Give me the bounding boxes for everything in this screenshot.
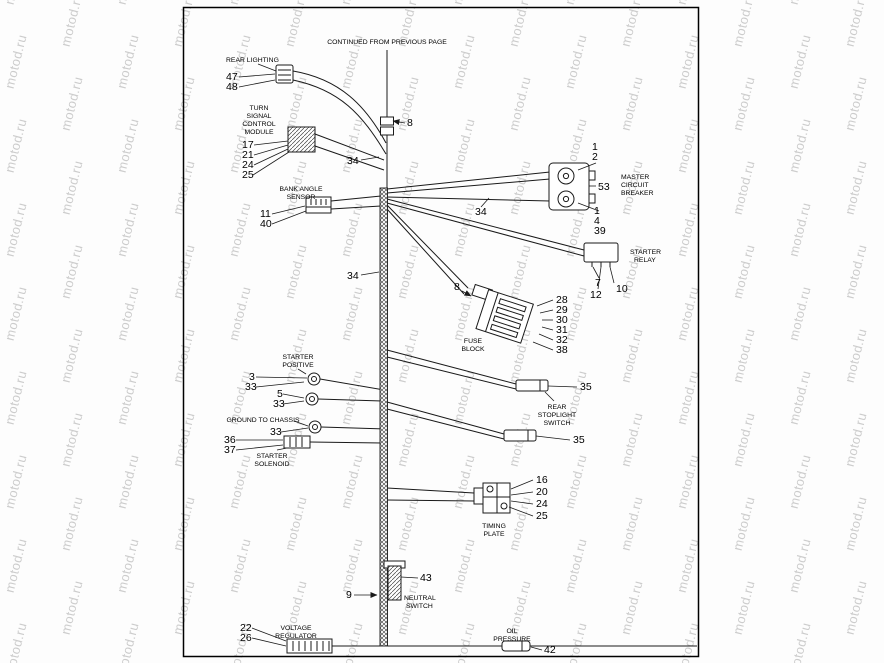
callout-33-a: 33 xyxy=(245,381,257,393)
callout-8-fuse: 8 xyxy=(454,281,460,293)
callout-42: 42 xyxy=(544,644,556,656)
neutral-switch-label-line1: NEUTRAL xyxy=(404,595,436,602)
bank-angle-sensor-connector xyxy=(305,196,332,214)
fuse-block-component xyxy=(475,288,534,344)
ground-ring-terminal xyxy=(308,420,322,434)
callout-24b: 24 xyxy=(536,498,548,510)
starter-solenoid-connector xyxy=(283,435,311,449)
callout-33-c: 33 xyxy=(270,426,282,438)
timing-plate-label-line2: PLATE xyxy=(483,531,504,538)
voltage-regulator-label-line1: VOLTAGE xyxy=(280,625,312,632)
callout-29: 29 xyxy=(556,304,568,316)
rear-lighting-connector xyxy=(275,64,294,84)
tsm-label-line4: MODULE xyxy=(244,129,274,136)
mcb-label-line3: BREAKER xyxy=(621,190,654,197)
callout-43: 43 xyxy=(420,572,432,584)
oil-pressure-connector xyxy=(501,640,531,652)
starter-solenoid-label-line2: SOLENOID xyxy=(254,461,289,468)
callout-34-upper: 34 xyxy=(347,155,359,167)
master-circuit-breaker xyxy=(548,162,596,211)
callout-8-top: 8 xyxy=(407,117,413,129)
timing-plate-component xyxy=(473,482,511,514)
callout-25b: 25 xyxy=(536,510,548,522)
callout-21: 21 xyxy=(242,149,254,161)
callout-38: 38 xyxy=(556,344,568,356)
callout-26: 26 xyxy=(240,632,252,644)
harness-top-connector xyxy=(380,116,394,136)
bank-angle-label-line1: BANK ANGLE xyxy=(279,186,323,193)
timing-plate-label-line1: TIMING xyxy=(482,523,506,530)
starter-positive-ring-2 xyxy=(305,392,319,406)
callout-53: 53 xyxy=(598,181,610,193)
callout-20: 20 xyxy=(536,486,548,498)
callout-48: 48 xyxy=(226,81,238,93)
rss-label-line1: REAR xyxy=(548,404,567,411)
callout-4: 4 xyxy=(594,215,600,227)
continued-note: CONTINUED FROM PREVIOUS PAGE xyxy=(327,39,447,46)
callout-37: 37 xyxy=(224,444,236,456)
callout-7: 7 xyxy=(595,277,601,289)
tsm-label-line1: TURN xyxy=(250,105,269,112)
callout-12: 12 xyxy=(590,289,602,301)
callout-32: 32 xyxy=(556,334,568,346)
callout-39: 39 xyxy=(594,225,606,237)
callout-35-lower: 35 xyxy=(573,434,585,446)
callout-36: 36 xyxy=(224,434,236,446)
callout-28: 28 xyxy=(556,294,568,306)
callout-1-top: 1 xyxy=(592,141,598,153)
bank-angle-label-line2: SENSOR xyxy=(287,194,316,201)
callout-24: 24 xyxy=(242,159,254,171)
callout-47: 47 xyxy=(226,71,238,83)
callout-17: 17 xyxy=(242,139,254,151)
voltage-regulator-connector xyxy=(286,638,333,654)
neutral-switch-label-line2: SWITCH xyxy=(406,603,433,610)
callout-31: 31 xyxy=(556,324,568,336)
callout-2: 2 xyxy=(592,151,598,163)
callout-40: 40 xyxy=(260,218,272,230)
page-border xyxy=(182,6,700,658)
rss-label-line2: STOPLIGHT xyxy=(538,412,576,419)
callout-35-upper: 35 xyxy=(580,381,592,393)
callout-1-bottom: 1 xyxy=(594,205,600,217)
ground-to-chassis-label: GROUND TO CHASSIS xyxy=(226,417,299,424)
turn-signal-module-connector xyxy=(287,126,316,153)
callout-10: 10 xyxy=(616,283,628,295)
fuse-block-label-line2: BLOCK xyxy=(461,346,485,353)
callout-9: 9 xyxy=(346,589,352,601)
wiring-lines xyxy=(292,50,697,647)
callout-34-right: 34 xyxy=(475,206,487,218)
main-harness xyxy=(379,187,388,647)
oil-pressure-label-line2: PRESSURE xyxy=(493,636,531,643)
tsm-label-line3: CONTROL xyxy=(242,121,275,128)
callout-5: 5 xyxy=(277,388,283,400)
callout-leader-lines xyxy=(235,63,615,651)
callout-16: 16 xyxy=(536,474,548,486)
starter-solenoid-label-line1: STARTER xyxy=(256,453,287,460)
mcb-label-line1: MASTER xyxy=(621,174,649,181)
oil-pressure-label-line1: OIL xyxy=(507,628,518,635)
rss-label-line3: SWITCH xyxy=(544,420,571,427)
callout-30: 30 xyxy=(556,314,568,326)
mcb-label-line2: CIRCUIT xyxy=(621,182,649,189)
callout-34-mid: 34 xyxy=(347,270,359,282)
starter-relay-label-line1: STARTER xyxy=(630,249,661,256)
tsm-label-line2: SIGNAL xyxy=(247,113,272,120)
starter-positive-label-line1: STARTER xyxy=(282,354,313,361)
callout-3: 3 xyxy=(249,371,255,383)
starter-relay-component xyxy=(583,242,619,267)
neutral-switch-component xyxy=(383,560,406,601)
starter-positive-label-line2: POSITIVE xyxy=(282,362,314,369)
starter-positive-ring-1 xyxy=(307,372,321,386)
callout-25: 25 xyxy=(242,169,254,181)
callout-11: 11 xyxy=(260,208,271,220)
starter-relay-label-line2: RELAY xyxy=(634,257,656,264)
fuse-block-label-line1: FUSE xyxy=(464,338,483,345)
voltage-regulator-label-line2: REGULATOR xyxy=(275,633,317,640)
callout-22: 22 xyxy=(240,622,252,634)
rear-stoplight-connector-lower xyxy=(503,429,537,442)
callout-33-b: 33 xyxy=(273,398,285,410)
rear-stoplight-connector-upper xyxy=(515,379,549,392)
rear-lighting-label: REAR LIGHTING xyxy=(226,57,279,64)
